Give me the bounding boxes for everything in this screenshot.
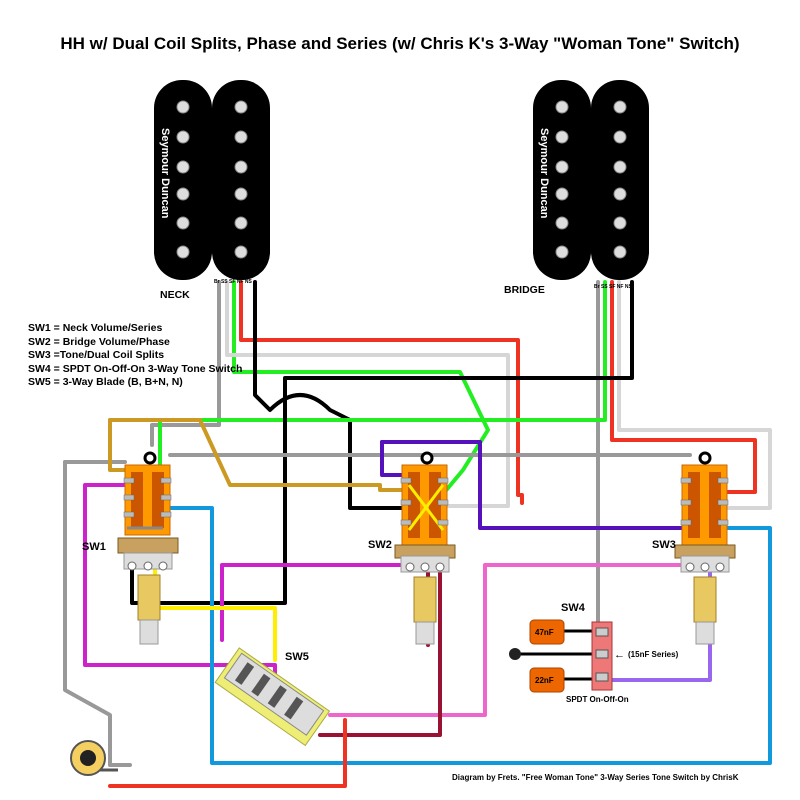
neck-bare-wire — [150, 280, 221, 447]
sw1-pot: SW1 — [82, 451, 179, 645]
bridge-black-wire — [130, 280, 634, 605]
sw4-cap-22nf — [529, 667, 565, 693]
bridge-white-wire — [617, 280, 772, 510]
sw4-switch: 47nF 22nF ← (15nF Series) SW4 SPDT On-Of… — [509, 602, 679, 704]
legend-item: SW3 =Tone/Dual Coil Splits — [28, 349, 165, 361]
sw1-pot-base — [117, 537, 179, 554]
diagram-credit: Diagram by Frets. "Free Woman Tone" 3-Wa… — [452, 773, 739, 782]
sw3-pot: SW3 — [652, 451, 736, 645]
gold-wire-2 — [108, 418, 127, 472]
sw2-terminal — [420, 451, 434, 465]
ground-left-wire — [63, 460, 132, 767]
neck-lead-labels: Br SS SF NF NS — [214, 279, 252, 285]
sw1-pot-shaft — [137, 574, 161, 621]
sw4-cap-22nf-label: 22nF — [535, 676, 554, 685]
bridge-pole-pieces — [555, 100, 627, 259]
purple-wire — [380, 440, 692, 530]
sw4-cap-47nf-label: 47nF — [535, 628, 554, 637]
maroon-wire — [318, 568, 442, 737]
sw4-arrow: ← — [614, 649, 625, 661]
sw4-label: SW4 — [561, 602, 586, 614]
switch-legend: SW1 = Neck Volume/Series SW2 = Bridge Vo… — [28, 322, 242, 390]
sw4-type-label: SPDT On-Off-On — [566, 695, 629, 704]
legend-item: SW2 = Bridge Volume/Phase — [28, 335, 170, 348]
bridge-pickup: Seymour Duncan Br SS SF NF NS BRIDGE — [504, 80, 649, 296]
bridge-lead-labels: Br SS SF NF NS — [594, 284, 632, 290]
neck-green-wire — [232, 280, 490, 517]
neck-coil-right — [212, 80, 270, 280]
sw4-ground-terminal — [509, 648, 521, 660]
sw3-terminal — [698, 451, 712, 465]
yellow-wire — [153, 568, 277, 662]
bridge-label: BRIDGE — [504, 284, 545, 296]
bridge-coil-right — [591, 80, 649, 280]
sw2-pot: SW2 — [368, 451, 456, 645]
pink-wire — [328, 563, 692, 717]
diagram-title: HH w/ Dual Coil Splits, Phase and Series… — [60, 34, 740, 53]
sw5-label: SW5 — [285, 651, 309, 663]
legend-item: SW1 = Neck Volume/Series — [28, 322, 163, 334]
bridge-red-wire — [610, 280, 757, 494]
sw4-cap-47nf — [529, 619, 565, 645]
bridge-green-wire — [158, 280, 607, 482]
neck-coil-left — [154, 80, 212, 280]
sw3-label: SW3 — [652, 539, 676, 551]
legend-item: SW4 = SPDT On-Off-On 3-Way Tone Switch — [28, 362, 243, 375]
sw4-series-note: (15nF Series) — [628, 650, 679, 659]
blue-wire — [168, 506, 772, 765]
neck-label: NECK — [160, 289, 190, 301]
neck-black-wire — [253, 280, 407, 510]
red-output-wire — [108, 718, 347, 788]
neck-pickup: Seymour Duncan Br SS SF NF NS NECK — [154, 80, 270, 301]
sw5-blade-switch — [214, 647, 331, 747]
bridge-brand-text: Seymour Duncan — [538, 128, 550, 219]
gold-wire — [108, 418, 407, 492]
purple-wire-2 — [380, 440, 407, 477]
bridge-coil-left — [533, 80, 591, 280]
sw1-terminal — [143, 451, 157, 465]
output-jack — [70, 740, 118, 776]
sw1-label: SW1 — [82, 541, 106, 553]
neck-pole-pieces — [176, 100, 248, 259]
magenta-wire-2 — [220, 563, 407, 642]
neck-white-wire — [225, 280, 510, 508]
legend-item: SW5 = 3-Way Blade (B, B+N, N) — [28, 376, 183, 388]
neck-brand-text: Seymour Duncan — [159, 128, 171, 219]
sw2-phase-cross-yellow — [407, 484, 445, 531]
sw2-label: SW2 — [368, 539, 392, 551]
neck-red-wire — [239, 280, 524, 505]
